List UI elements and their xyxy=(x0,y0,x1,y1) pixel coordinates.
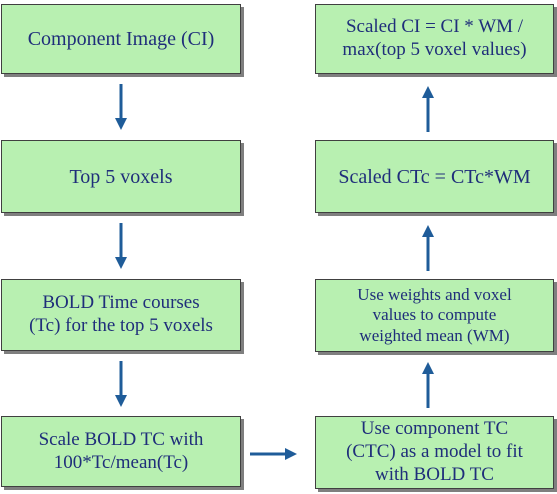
box-weighted-mean: Use weights and voxel values to compute … xyxy=(315,279,554,352)
box-use-component-tc: Use component TC (CTC) as a model to fit… xyxy=(315,416,554,489)
box-scaled-ci: Scaled CI = CI * WM / max(top 5 voxel va… xyxy=(315,4,554,74)
box-top-voxels: Top 5 voxels xyxy=(1,140,241,213)
box-scaled-ctc: Scaled CTc = CTc*WM xyxy=(315,140,554,213)
box-bold-time-courses: BOLD Time courses (Tc) for the top 5 vox… xyxy=(1,279,241,351)
box-component-image: Component Image (CI) xyxy=(1,4,241,74)
box-scale-bold-tc: Scale BOLD TC with 100*Tc/mean(Tc) xyxy=(1,416,241,487)
